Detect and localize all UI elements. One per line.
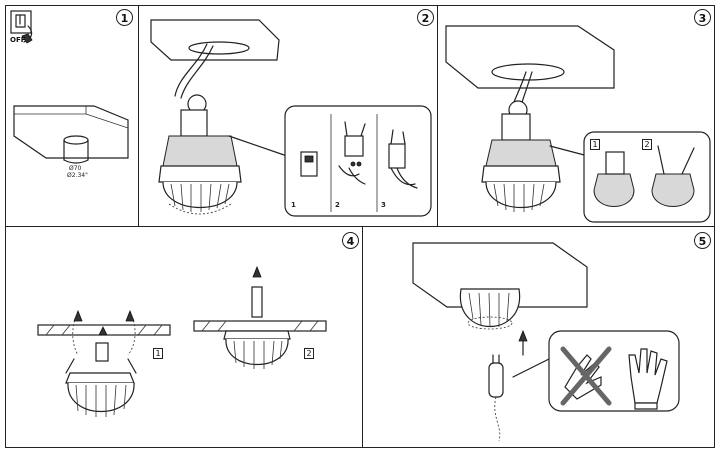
lamp-insert (65, 326, 137, 417)
g9-bulb (488, 329, 528, 442)
step-2-number: 2 (417, 9, 434, 26)
lamp-installed (223, 265, 291, 369)
step-4-panel: 4 (5, 226, 363, 448)
step-3-sub-2: 2 (642, 139, 652, 150)
hole-size-metric: Ø70 (69, 165, 82, 172)
step-4-sub-1: 1 (153, 348, 163, 359)
step-4-illustration (37, 265, 327, 417)
ceiling-section (13, 105, 129, 159)
step-5-number: 5 (694, 232, 711, 249)
step-2-panel: 2 (138, 5, 438, 227)
downlight-lamp (158, 94, 242, 215)
hole-size-imperial: Ø2.34" (67, 172, 88, 179)
step-5-panel: 5 (362, 226, 715, 448)
step-2-illustration (150, 19, 432, 217)
step-3-number: 3 (694, 9, 711, 26)
step-1-number: 1 (116, 9, 133, 26)
step-4-sub-2: 2 (304, 348, 314, 359)
switch-off-label: OFF (10, 36, 26, 44)
step-3-illustration (445, 25, 711, 223)
step-4-number: 4 (342, 232, 359, 249)
glove-icon (628, 348, 668, 410)
cutout-hole (63, 135, 89, 164)
step-3-sub-1: 1 (590, 139, 600, 150)
mounted-lamp (459, 288, 521, 330)
downlight-lamp (481, 100, 561, 212)
step-5-illustration (412, 242, 680, 442)
prohibited-icon (560, 346, 612, 406)
step-1-illustration (10, 10, 129, 164)
step-2-sub-1: 1 (291, 201, 296, 209)
power-switch-icon (10, 10, 33, 44)
step-2-sub-2: 2 (335, 201, 340, 209)
step-2-sub-3: 3 (381, 201, 386, 209)
step-1-panel: 1 OFF Ø70 Ø2.34" (5, 5, 139, 227)
step-3-panel: 3 1 2 (437, 5, 715, 227)
